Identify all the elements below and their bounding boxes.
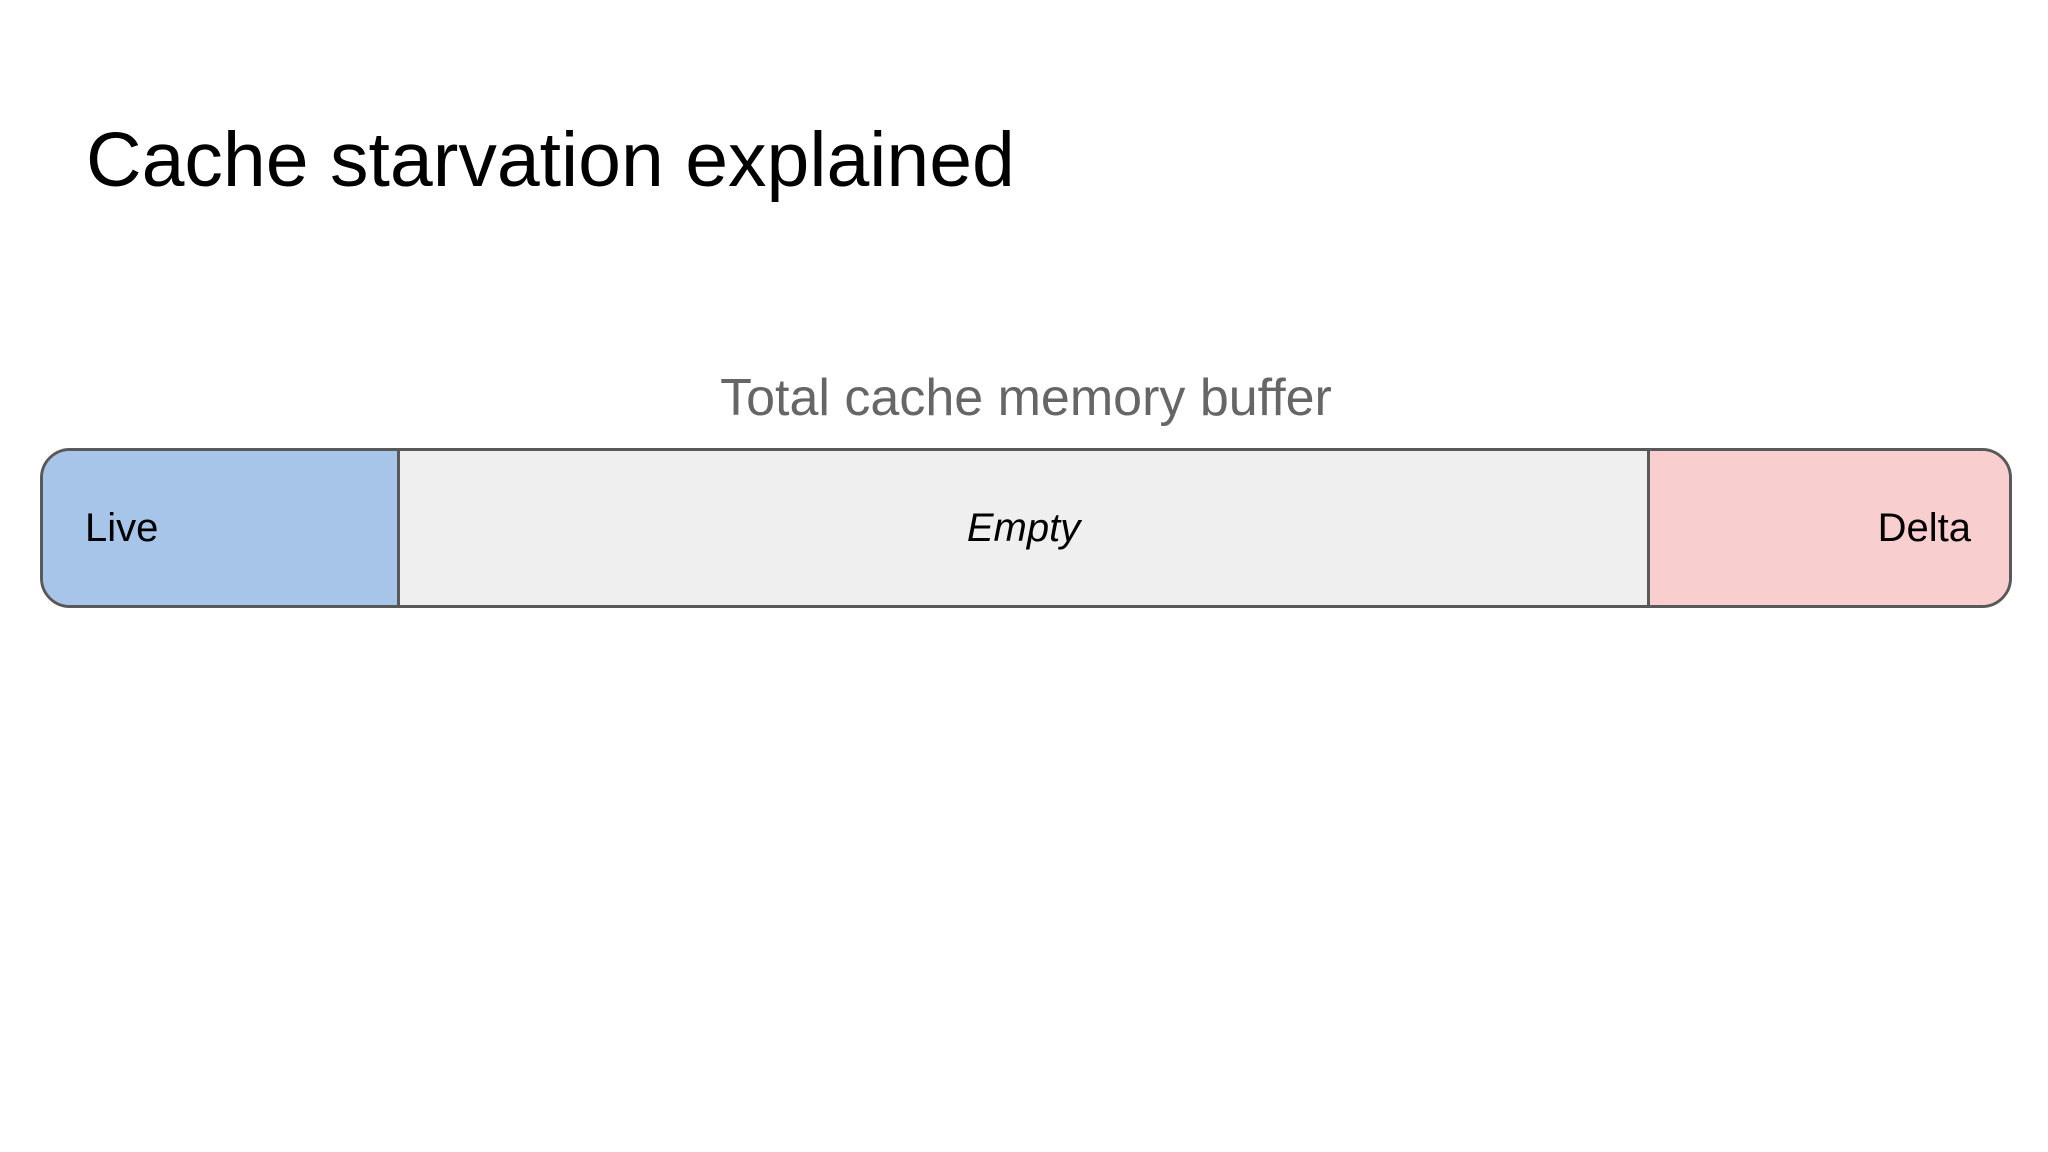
segment-live: Live	[43, 451, 401, 605]
segment-delta-label: Delta	[1877, 505, 1971, 550]
segment-empty: Empty	[400, 451, 1651, 605]
memory-buffer-bar: Live Empty Delta	[40, 448, 2012, 608]
segment-live-label: Live	[85, 505, 159, 550]
page-title: Cache starvation explained	[86, 117, 1015, 203]
segment-delta: Delta	[1650, 451, 2009, 605]
buffer-caption: Total cache memory buffer	[720, 369, 1332, 427]
segment-empty-label: Empty	[966, 505, 1081, 550]
